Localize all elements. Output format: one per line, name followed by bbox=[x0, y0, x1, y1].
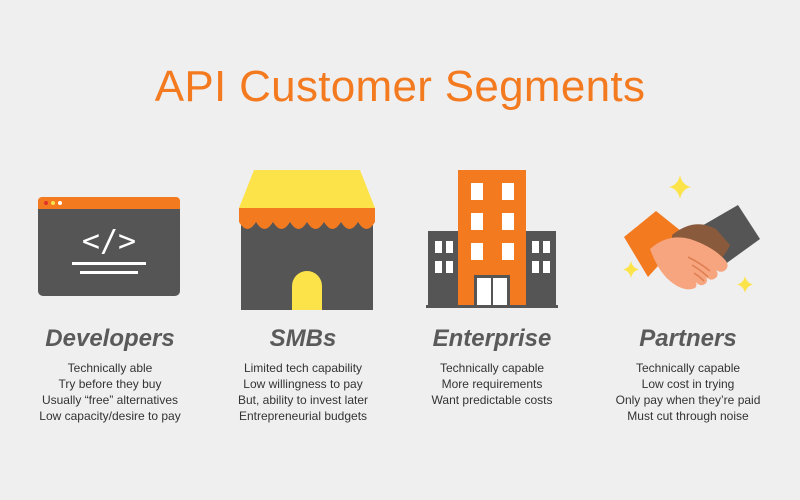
segment-point: Want predictable costs bbox=[431, 393, 553, 407]
segment-points: Limited tech capability Low willingness … bbox=[203, 360, 403, 424]
segment-points: Technically able Try before they buy Usu… bbox=[10, 360, 210, 424]
page-title: API Customer Segments bbox=[154, 62, 646, 111]
segment-point: Must cut through noise bbox=[627, 409, 749, 423]
segment-point: Low willingness to pay bbox=[243, 377, 363, 391]
segment-title: SMBs bbox=[269, 325, 337, 352]
code-symbol: </> bbox=[82, 224, 136, 259]
segment-smbs: SMBs Limited tech capability Low willing… bbox=[203, 165, 403, 445]
segment-point: Low cost in trying bbox=[641, 377, 735, 391]
segment-title: Developers bbox=[45, 325, 175, 352]
storefront-icon bbox=[203, 165, 403, 315]
segment-title: Partners bbox=[639, 325, 737, 352]
handshake-icon bbox=[588, 165, 788, 315]
segment-point: More requirements bbox=[441, 377, 543, 391]
segment-points: Technically capable Low cost in trying O… bbox=[588, 360, 788, 424]
segment-title: Enterprise bbox=[432, 325, 552, 352]
code-window-icon: </> bbox=[10, 165, 210, 315]
segment-developers: </> Developers Technically able Try befo… bbox=[10, 165, 210, 445]
segment-point: Technically capable bbox=[439, 361, 545, 375]
segment-points: Technically capable More requirements Wa… bbox=[392, 360, 592, 408]
segment-enterprise: Enterprise Technically capable More requ… bbox=[392, 165, 592, 445]
segment-point: But, ability to invest later bbox=[237, 393, 369, 407]
segment-point: Try before they buy bbox=[58, 377, 162, 391]
segment-point: Technically capable bbox=[635, 361, 741, 375]
segment-partners: Partners Technically capable Low cost in… bbox=[588, 165, 788, 445]
segment-point: Technically able bbox=[67, 361, 153, 375]
segment-point: Usually “free” alternatives bbox=[41, 393, 179, 407]
segment-point: Limited tech capability bbox=[243, 361, 363, 375]
segment-point: Low capacity/desire to pay bbox=[39, 409, 181, 423]
office-building-icon bbox=[392, 165, 592, 315]
segment-point: Only pay when they’re paid bbox=[615, 393, 761, 407]
segment-point: Entrepreneurial budgets bbox=[238, 409, 368, 423]
